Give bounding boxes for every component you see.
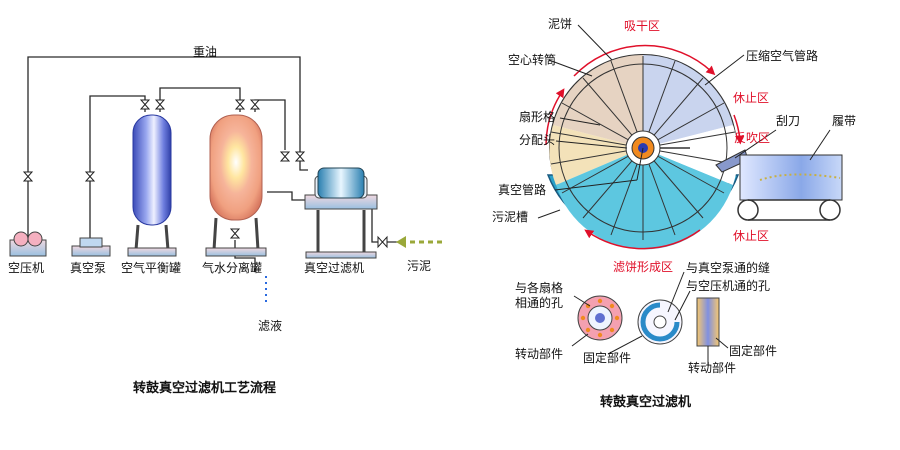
drum-filter-diagram: 泥饼 吸干区 空心转筒 压缩空气管路 扇形格 休止区 分配头 反吹区 刮刀 履带… <box>492 17 856 410</box>
label-distribution-head: 分配头 <box>519 133 555 147</box>
label-scraper: 刮刀 <box>776 114 800 128</box>
label-gas-water-separator: 气水分离罐 <box>202 260 262 275</box>
label-vacuum-pump: 真空泵 <box>70 261 106 275</box>
label-heavy-oil: 重油 <box>193 45 217 59</box>
left-caption: 转鼓真空过滤机工艺流程 <box>133 380 276 396</box>
label-hole-air-compressor: 与空压机通的孔 <box>686 278 770 293</box>
label-compressed-air-pipe: 压缩空气管路 <box>746 48 818 63</box>
detail-pointer-lines <box>571 271 729 365</box>
label-rotating-part-2: 转动部件 <box>688 360 736 375</box>
label-fan-cell: 扇形格 <box>519 109 555 124</box>
pointer-lines <box>537 24 831 219</box>
label-filtrate: 滤液 <box>258 318 282 333</box>
label-mud-cake: 泥饼 <box>548 17 572 31</box>
label-vacuum-filter: 真空过滤机 <box>304 261 364 275</box>
label-holes-each-cell-2: 相通的孔 <box>515 295 563 310</box>
rotating-disc-part <box>577 295 623 341</box>
air-compressor-unit <box>9 231 47 257</box>
valves <box>22 99 388 249</box>
label-slot-vacuum-pump: 与真空泵通的缝 <box>686 260 770 275</box>
label-hollow-drum: 空心转筒 <box>508 52 556 67</box>
label-stop-zone-bottom: 休止区 <box>733 229 769 243</box>
label-cake-forming-zone: 滤饼形成区 <box>613 260 673 274</box>
vacuum-filter-machine <box>304 167 378 259</box>
air-balance-tank <box>127 114 177 257</box>
label-rotating-part-1: 转动部件 <box>515 346 563 361</box>
label-air-balance-tank: 空气平衡罐 <box>121 260 181 275</box>
label-holes-each-cell-1: 与各扇格 <box>515 280 563 295</box>
sludge-inlet-arrow <box>396 236 442 248</box>
label-fixed-part-1: 固定部件 <box>583 350 631 365</box>
gas-water-separator-tank <box>205 114 267 302</box>
process-flow-diagram: 重油 空压机 真空泵 空气平衡罐 气水分离罐 真空过滤机 污泥 滤液 转鼓真空过… <box>8 45 442 396</box>
label-drying-zone: 吸干区 <box>624 19 660 33</box>
vacuum-pump-unit <box>71 237 111 257</box>
scraper-and-belt <box>715 149 843 221</box>
fixed-disc-part <box>637 299 683 345</box>
label-fixed-part-2: 固定部件 <box>729 343 777 358</box>
label-stop-zone-top: 休止区 <box>733 91 769 105</box>
label-sludge: 污泥 <box>407 259 431 273</box>
label-back-blow-zone: 反吹区 <box>734 131 770 145</box>
label-air-compressor: 空压机 <box>8 261 44 275</box>
right-caption: 转鼓真空过滤机 <box>600 394 691 410</box>
side-section-part <box>696 297 720 347</box>
label-conveyor-belt: 履带 <box>832 114 856 128</box>
label-sludge-tank: 污泥槽 <box>492 210 528 224</box>
label-vacuum-pipe: 真空管路 <box>498 182 546 197</box>
